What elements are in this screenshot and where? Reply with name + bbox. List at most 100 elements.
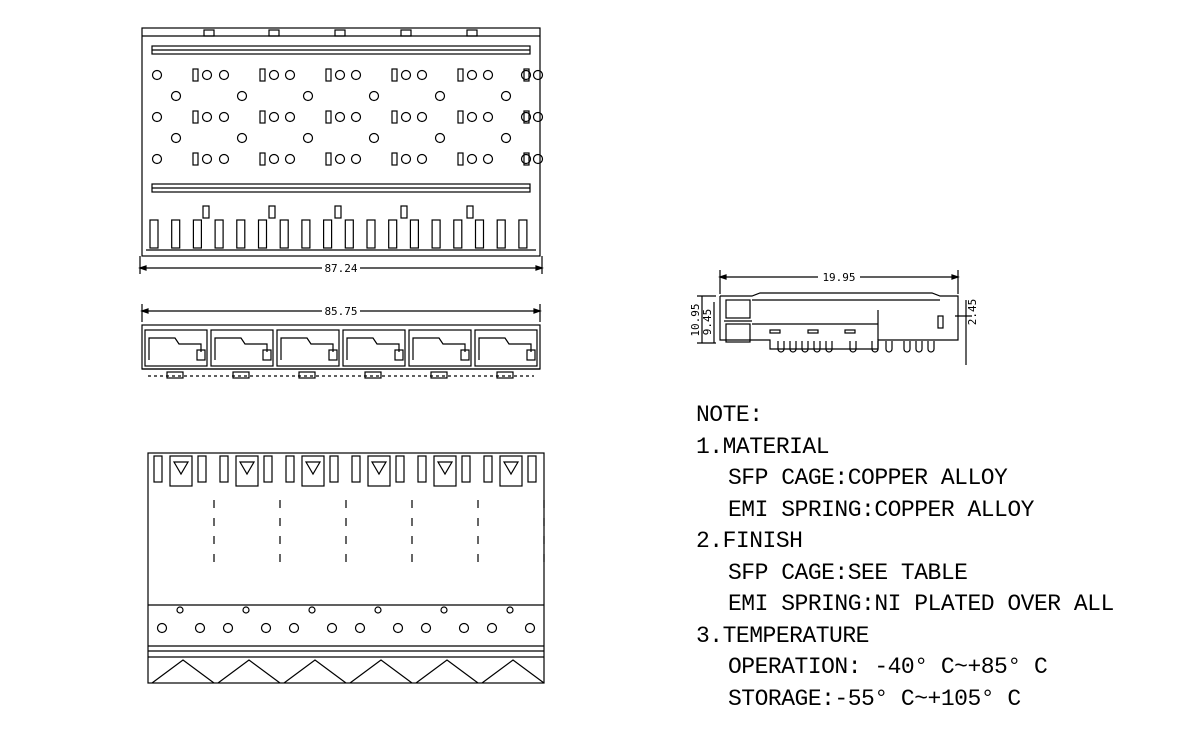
tab xyxy=(323,219,333,249)
bottom-hole xyxy=(222,622,234,634)
side-tab xyxy=(461,455,471,483)
pin xyxy=(915,341,923,353)
note-line: SFP CAGE:SEE TABLE xyxy=(728,559,968,586)
tab-slot xyxy=(466,205,474,219)
bottom-hole xyxy=(326,622,338,634)
tab xyxy=(192,219,202,249)
pin xyxy=(903,341,911,353)
vent-hole xyxy=(268,69,280,81)
note-line: SFP CAGE:COPPER ALLOY xyxy=(728,465,1008,491)
vent-hole xyxy=(400,69,412,81)
vent-hole xyxy=(236,132,248,144)
tab xyxy=(257,219,268,249)
port-latch xyxy=(460,349,470,361)
latch-triangle xyxy=(238,461,256,476)
slot xyxy=(457,152,464,166)
chevron-spring xyxy=(415,659,479,684)
pin xyxy=(813,341,821,353)
slot xyxy=(259,110,266,124)
tab xyxy=(236,219,246,249)
port-foot xyxy=(232,371,250,379)
port-spring xyxy=(346,337,400,360)
vent-hole xyxy=(284,111,296,123)
side-tab xyxy=(527,455,537,483)
slot xyxy=(192,68,199,82)
slot xyxy=(391,152,398,166)
bottom-hole xyxy=(242,606,250,614)
pin xyxy=(801,341,809,353)
tab xyxy=(214,219,224,249)
vent-hole xyxy=(482,69,494,81)
latch-triangle xyxy=(436,461,454,476)
pin xyxy=(885,341,893,353)
top-view xyxy=(141,27,544,257)
vent-hole xyxy=(466,69,478,81)
vent-hole xyxy=(434,90,446,102)
port-opening xyxy=(144,329,208,367)
bottom-hole xyxy=(156,622,168,634)
vent-hole xyxy=(151,111,163,123)
vent-hole xyxy=(532,153,544,165)
dim-label-19-95: 19.95 xyxy=(822,271,855,284)
port-latch xyxy=(262,349,272,361)
bottom-hole xyxy=(420,622,432,634)
chevron-spring xyxy=(151,659,215,684)
side-tab xyxy=(329,455,339,483)
side-tab xyxy=(285,455,295,483)
latch-triangle xyxy=(370,461,388,476)
bottom-hole xyxy=(176,606,184,614)
tab xyxy=(171,219,181,249)
port-spring xyxy=(280,337,334,360)
chevron-spring xyxy=(481,659,545,684)
dim-label-9-45: 9.45 xyxy=(701,309,714,336)
latch-window xyxy=(235,455,259,487)
bottom-hole xyxy=(260,622,272,634)
note-line: STORAGE:-55° C~+105° C xyxy=(728,685,1021,712)
vent-hole xyxy=(434,132,446,144)
tab xyxy=(279,219,289,249)
vent-hole xyxy=(520,69,532,81)
vent-hole xyxy=(201,153,213,165)
tab xyxy=(474,219,485,249)
bottom-hole xyxy=(374,606,382,614)
bottom-hole xyxy=(506,606,514,614)
slot xyxy=(325,110,332,124)
side-tab xyxy=(395,455,405,483)
vent-hole xyxy=(268,111,280,123)
vent-hole xyxy=(334,111,346,123)
vent-hole xyxy=(334,153,346,165)
slot xyxy=(523,152,530,166)
slot xyxy=(523,68,530,82)
chevron-spring xyxy=(349,659,413,684)
latch-triangle xyxy=(502,461,520,476)
latch-triangle xyxy=(172,461,190,476)
side-tab xyxy=(483,455,493,483)
slot xyxy=(325,152,332,166)
vent-hole xyxy=(520,111,532,123)
vent-hole xyxy=(350,111,362,123)
tab xyxy=(518,219,528,249)
top-window xyxy=(268,29,280,37)
vent-hole xyxy=(416,153,428,165)
vent-hole xyxy=(170,132,182,144)
vent-hole xyxy=(368,90,380,102)
chevron-spring xyxy=(283,659,347,684)
vent-hole xyxy=(466,153,478,165)
dim-label-10-95: 10.95 xyxy=(689,303,702,336)
bottom-hole xyxy=(288,622,300,634)
vent-hole xyxy=(520,153,532,165)
vent-hole xyxy=(500,90,512,102)
slot xyxy=(259,68,266,82)
note-item-temperature: 3.TEMPERATURE xyxy=(696,622,869,649)
pin xyxy=(849,341,857,353)
vent-hole xyxy=(302,90,314,102)
tab-slot xyxy=(334,205,342,219)
latch-window xyxy=(169,455,193,487)
vent-hole xyxy=(268,153,280,165)
vent-hole xyxy=(236,90,248,102)
bottom-hole xyxy=(354,622,366,634)
port-spring xyxy=(412,337,466,360)
vent-hole xyxy=(416,111,428,123)
bottom-view xyxy=(147,452,545,684)
bottom-hole xyxy=(392,622,404,634)
